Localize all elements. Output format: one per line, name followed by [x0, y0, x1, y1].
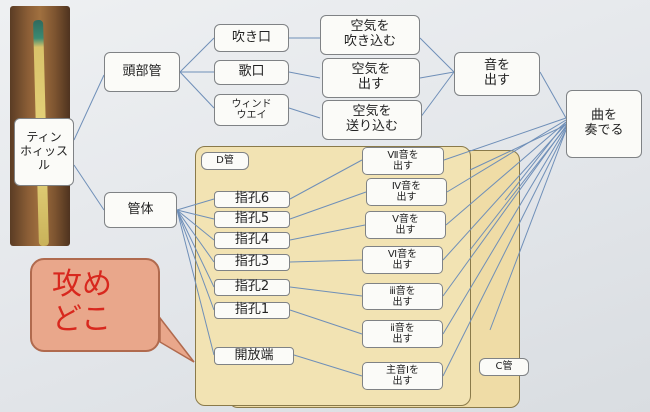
- blow-hole-node: 吹き口: [214, 24, 289, 52]
- window-node: 歌口: [214, 60, 289, 85]
- finger-hole-2: 指孔2: [214, 279, 290, 296]
- body-node: 管体: [104, 192, 177, 228]
- focus-callout: 攻め どこ: [30, 258, 160, 352]
- release-air-node: 空気を 出す: [322, 58, 420, 98]
- finger-hole-5: 指孔5: [214, 211, 290, 228]
- blow-air-node: 空気を 吹き込む: [320, 15, 420, 55]
- head-joint-node: 頭部管: [104, 52, 180, 92]
- note-6: Ⅵ音を 出す: [362, 246, 443, 274]
- play-music-node: 曲を 奏でる: [566, 90, 642, 158]
- tin-whistle-node: ティン ホィッスル: [14, 118, 74, 186]
- finger-hole-4: 指孔4: [214, 232, 290, 249]
- c-tube-tag: C管: [479, 358, 529, 376]
- windway-node: ウィンド ウエイ: [214, 94, 289, 126]
- d-tube-tag: D管: [201, 152, 249, 170]
- note-7: Ⅶ音を 出す: [362, 147, 444, 175]
- send-air-node: 空気を 送り込む: [322, 100, 422, 140]
- open-end: 開放端: [214, 347, 294, 365]
- note-tonic: 主音Ⅰを 出す: [362, 362, 443, 390]
- finger-hole-6: 指孔6: [214, 191, 290, 208]
- note-4: Ⅳ音を 出す: [366, 178, 447, 206]
- note-2: ⅱ音を 出す: [362, 320, 443, 348]
- finger-hole-1: 指孔1: [214, 302, 290, 319]
- note-3: ⅲ音を 出す: [362, 283, 443, 310]
- note-5: Ⅴ音を 出す: [365, 211, 446, 239]
- finger-hole-3: 指孔3: [214, 254, 290, 271]
- produce-sound-node: 音を 出す: [454, 52, 540, 96]
